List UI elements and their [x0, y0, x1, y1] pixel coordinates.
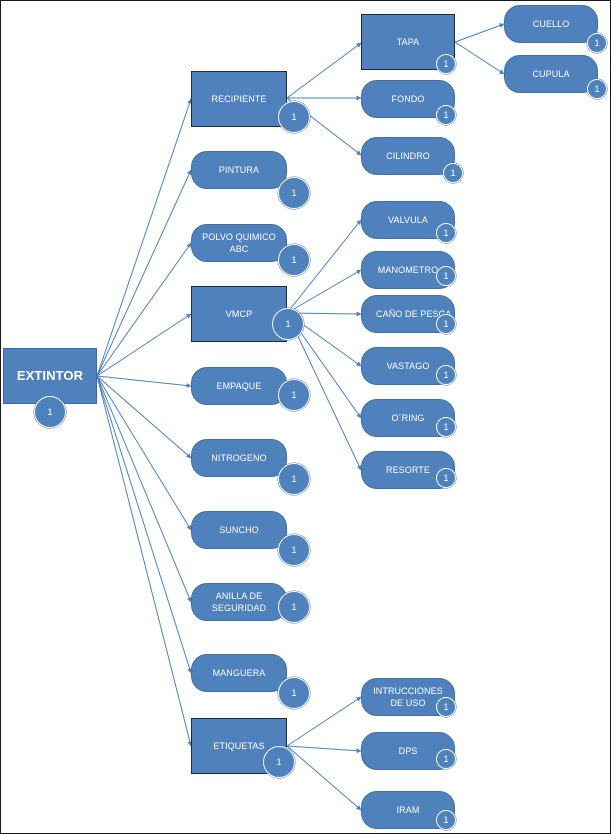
node-empaque[interactable]: EMPAQUE [191, 367, 287, 405]
edge-root-vmcp [96, 313, 192, 377]
node-nitrogeno-label: NITROGENO [211, 453, 267, 463]
badge-cupula: 1 [587, 79, 607, 99]
edge-tapa-cuello [454, 23, 505, 43]
badge-etiquetas: 1 [263, 746, 295, 778]
node-cupula-label: CUPULA [532, 69, 570, 79]
node-nitrogeno[interactable]: NITROGENO [191, 439, 287, 477]
badge-cano-de-pesca: 1 [436, 314, 456, 334]
badge-valvula: 1 [436, 223, 456, 243]
node-cilindro[interactable]: CILINDRO [361, 137, 455, 175]
edge-vmcp-manometro [286, 269, 362, 314]
node-tapa-label: TAPA [396, 37, 420, 47]
badge-nitrogeno: 1 [278, 463, 310, 495]
node-vmcp-label: VMCP [225, 309, 253, 319]
node-resorte-label: RESORTE [385, 465, 431, 475]
node-polvo-quimico[interactable]: POLVO QUIMICO ABC [191, 224, 287, 262]
edge-etiquetas-dps [286, 745, 362, 754]
node-pintura[interactable]: PINTURA [191, 151, 287, 189]
node-cuello-label: CUELLO [532, 19, 570, 29]
node-recipiente[interactable]: RECIPIENTE [191, 71, 287, 127]
node-cuello[interactable]: CUELLO [504, 5, 598, 43]
node-manometro-label: MANOMETRO [377, 265, 439, 275]
edge-root-recipiente [96, 98, 192, 377]
node-instrucciones-de-uso-label: INTRUCCIONES DE USO [373, 686, 443, 708]
badge-recipiente: 1 [278, 101, 310, 133]
badge-resorte: 1 [436, 468, 456, 488]
badge-instrucciones-de-uso: 1 [436, 697, 456, 717]
node-dps-label: DPS [398, 746, 418, 756]
node-empaque-label: EMPAQUE [216, 381, 262, 391]
edge-root-empaque [96, 375, 192, 389]
node-iram-label: IRAM [396, 805, 420, 815]
edge-root-polvo [96, 242, 192, 377]
node-vmcp[interactable]: VMCP [191, 286, 287, 342]
node-extintor-label: EXTINTOR [16, 368, 84, 383]
node-extintor[interactable]: EXTINTOR [3, 348, 97, 404]
node-suncho[interactable]: SUNCHO [191, 511, 287, 549]
badge-dps: 1 [436, 749, 456, 769]
node-valvula-label: VALVULA [388, 215, 428, 225]
edge-vmcp-resorte [286, 312, 362, 471]
badge-pintura: 1 [278, 177, 310, 209]
edge-etiquetas-instrucciones [286, 696, 362, 747]
badge-vmcp: 1 [272, 308, 304, 340]
badge-oring: 1 [436, 417, 456, 437]
edge-root-nitrogeno [96, 375, 192, 459]
edge-etiquetas-iram [286, 745, 362, 811]
node-fondo-label: FONDO [391, 94, 425, 104]
edge-vmcp-valvula [286, 219, 362, 314]
badge-polvo-quimico: 1 [278, 244, 310, 276]
edge-root-manguera [96, 375, 193, 674]
badge-manguera: 1 [278, 677, 310, 709]
node-cilindro-label: CILINDRO [386, 151, 430, 161]
badge-cilindro: 1 [443, 163, 463, 183]
badge-suncho: 1 [278, 534, 310, 566]
edge-root-anilla [96, 375, 192, 603]
badge-empaque: 1 [278, 379, 310, 411]
edge-tapa-cupula [454, 41, 505, 75]
badge-tapa: 1 [436, 54, 456, 74]
badge-vastago: 1 [436, 365, 456, 385]
node-cupula[interactable]: CUPULA [504, 55, 598, 93]
edge-recipiente-tapa [286, 42, 362, 99]
badge-anilla-seguridad: 1 [278, 591, 310, 623]
node-polvo-quimico-label: POLVO QUIMICO ABC [202, 232, 276, 254]
node-pintura-label: PINTURA [218, 165, 260, 175]
edge-root-suncho [96, 375, 192, 531]
badge-fondo: 1 [436, 105, 456, 125]
node-manguera[interactable]: MANGUERA [191, 654, 287, 692]
node-cano-de-pesca-label: CAÑO DE PESCA [376, 309, 452, 319]
node-manguera-label: MANGUERA [212, 668, 266, 678]
node-suncho-label: SUNCHO [219, 525, 259, 535]
badge-iram: 1 [436, 810, 456, 830]
node-anilla-seguridad-label: ANILLA DE SEGURIDAD [211, 591, 267, 613]
node-anilla-seguridad[interactable]: ANILLA DE SEGURIDAD [191, 583, 287, 621]
node-oring-label: O´RING [391, 413, 425, 423]
badge-extintor: 1 [34, 396, 66, 428]
node-vastago-label: VASTAGO [386, 361, 430, 371]
node-etiquetas-label: ETIQUETAS [213, 741, 265, 751]
edge-root-pintura [96, 169, 192, 377]
node-recipiente-label: RECIPIENTE [211, 94, 267, 104]
badge-cuello: 1 [587, 33, 607, 53]
edge-root-etiquetas [96, 375, 193, 747]
badge-manometro: 1 [436, 266, 456, 286]
